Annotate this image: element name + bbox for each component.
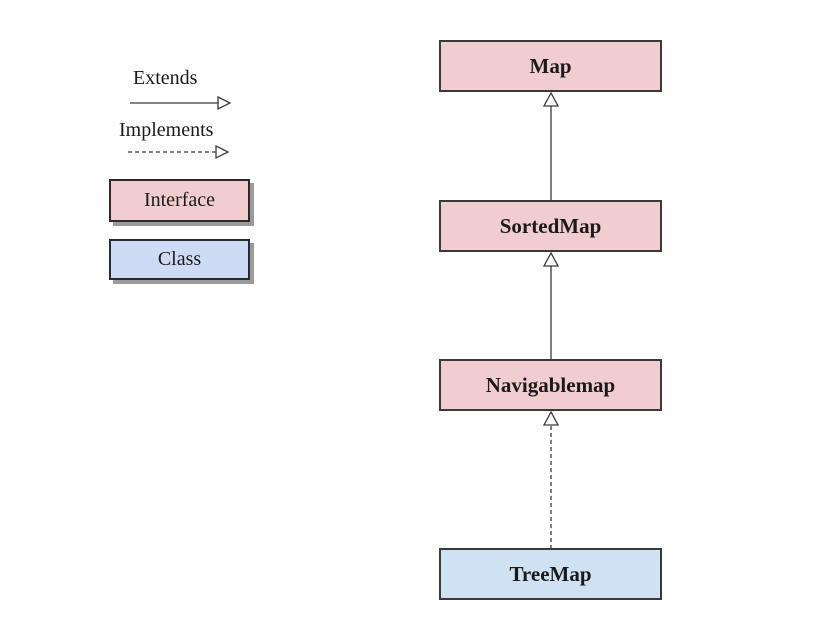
node-navigablemap-label: Navigablemap: [485, 372, 616, 397]
legend-implements-label: Implements: [119, 119, 214, 141]
node-sortedmap: SortedMap: [439, 200, 662, 252]
legend-class-label: Class: [157, 248, 202, 270]
legend-interface-label: Interface: [143, 189, 216, 211]
legend-interface-box: Interface: [109, 179, 250, 222]
edge-treemap-implements-navigablemap: [542, 410, 560, 549]
legend-extends-arrow: [130, 95, 232, 111]
node-sortedmap-label: SortedMap: [499, 213, 602, 238]
edge-navigablemap-extends-sortedmap: [542, 251, 560, 360]
legend-class-box: Class: [109, 239, 250, 280]
legend-extends-label: Extends: [133, 67, 198, 89]
node-treemap-label: TreeMap: [509, 561, 592, 586]
legend-implements-arrow: [128, 144, 230, 160]
node-map-label: Map: [529, 53, 572, 78]
node-treemap: TreeMap: [439, 548, 662, 600]
node-navigablemap: Navigablemap: [439, 359, 662, 411]
node-map: Map: [439, 40, 662, 92]
edge-sortedmap-extends-map: [542, 91, 560, 201]
